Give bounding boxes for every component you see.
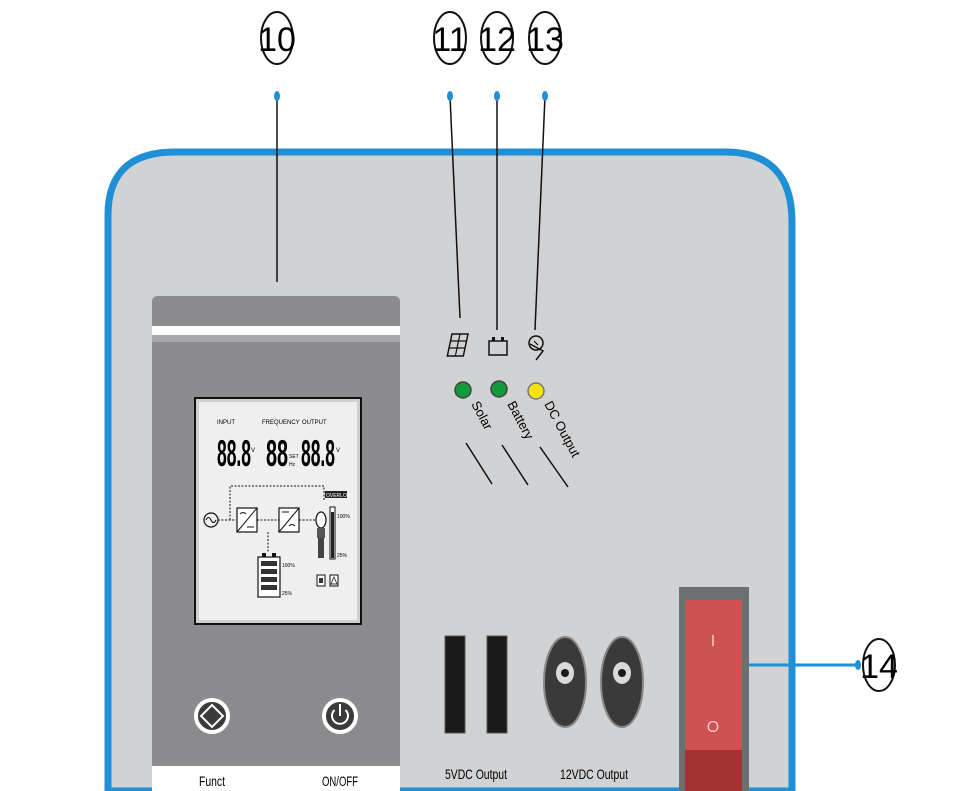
lcd-hz-label: Hz bbox=[289, 462, 296, 468]
callout-12: 12 bbox=[478, 11, 516, 330]
dc-12v-port-2 bbox=[600, 636, 644, 728]
battery-bank-icon bbox=[257, 553, 281, 598]
lcd-set-label: SET bbox=[289, 454, 299, 460]
battery-icon bbox=[488, 337, 508, 356]
callout-14-label: 14 bbox=[860, 648, 898, 686]
callout-12-dot bbox=[494, 91, 500, 101]
dc-output-label-underline bbox=[539, 446, 569, 488]
lcd-frequency-value: 88 bbox=[266, 433, 288, 474]
funct-button-label: Funct bbox=[199, 773, 225, 789]
warning-icon bbox=[329, 574, 339, 587]
callout-11: 11 bbox=[432, 11, 468, 319]
lcd-load-25: 25% bbox=[337, 553, 348, 559]
callout-11-dot bbox=[447, 91, 453, 101]
lcd-overload-label: OVERLOAD bbox=[326, 493, 354, 499]
callout-13-label: 13 bbox=[526, 21, 564, 59]
solar-panel-icon bbox=[446, 333, 469, 357]
callout-11-label: 11 bbox=[432, 21, 467, 59]
callout-14: 14 bbox=[748, 638, 898, 692]
callout-12-label: 12 bbox=[478, 21, 516, 59]
onoff-button-label: ON/OFF bbox=[322, 773, 358, 789]
callout-10-dot bbox=[274, 91, 280, 101]
bulb-icon bbox=[528, 335, 545, 361]
lcd-output-label: OUTPUT bbox=[302, 420, 327, 426]
battery-led bbox=[490, 380, 508, 398]
lcd-output-value: 88.8 bbox=[301, 433, 335, 474]
switch-on-mark: I bbox=[711, 633, 715, 650]
lcd-input-unit: V bbox=[251, 448, 255, 454]
solar-label-underline bbox=[465, 442, 493, 485]
callout-10: 10 bbox=[258, 11, 296, 282]
dc-output-led bbox=[527, 382, 545, 400]
overload-badge bbox=[325, 491, 347, 498]
callout-14-dot bbox=[855, 660, 861, 670]
power-icon bbox=[331, 704, 349, 725]
switch-off-mark: O bbox=[707, 719, 719, 736]
callout-13-dot bbox=[542, 91, 548, 101]
battery-label-underline bbox=[501, 444, 529, 486]
lcd-batt-100: 100% bbox=[282, 563, 295, 569]
load-bulb-icon bbox=[315, 511, 327, 558]
callout-10-label: 10 bbox=[258, 21, 296, 59]
usb-port-2 bbox=[486, 635, 508, 734]
funct-button[interactable] bbox=[192, 696, 232, 736]
onoff-button[interactable] bbox=[320, 696, 360, 736]
callout-13: 13 bbox=[526, 11, 564, 331]
lcd-load-100: 100% bbox=[337, 514, 350, 520]
dc-12v-ports-label: 12VDC Output bbox=[560, 766, 628, 782]
dc-12v-port-1 bbox=[543, 636, 587, 728]
solar-led bbox=[454, 381, 472, 399]
lcd-input-value: 88.8 bbox=[217, 433, 251, 474]
rocker-switch[interactable]: I O bbox=[679, 587, 749, 791]
usb-port-1 bbox=[444, 635, 466, 734]
lcd-batt-25: 25% bbox=[282, 591, 293, 597]
usb-ports-label: 5VDC Output bbox=[445, 766, 507, 782]
lcd-frequency-label: FREQUENCY bbox=[262, 420, 300, 426]
lcd-output-unit: V bbox=[336, 448, 340, 454]
lcd-input-label: INPUT bbox=[217, 420, 235, 426]
lcd-screen: INPUT FREQUENCY OUTPUT 88.8 V 88 SET Hz … bbox=[194, 397, 362, 625]
diamond-icon bbox=[199, 703, 225, 729]
